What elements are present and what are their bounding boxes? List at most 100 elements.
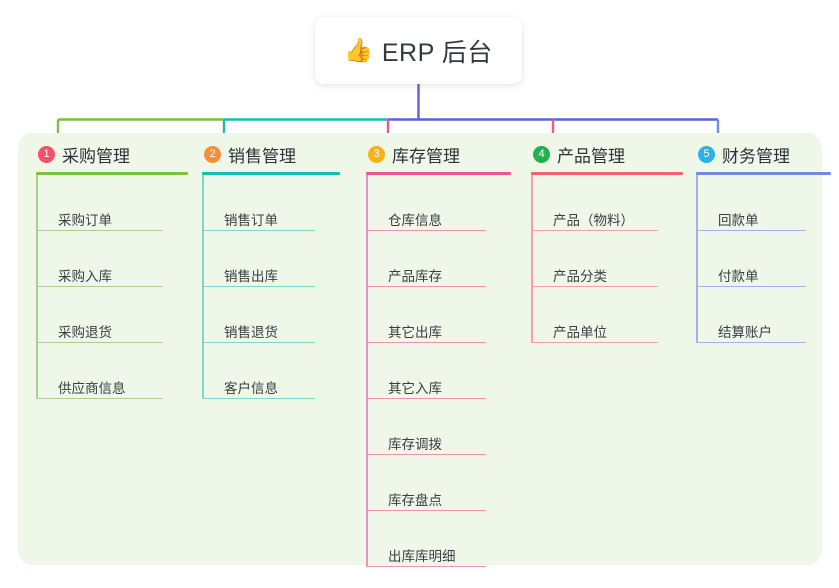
list-item-label: 产品单位 — [553, 324, 607, 340]
list-item[interactable]: 销售出库 — [202, 231, 340, 287]
list-item-rule — [696, 229, 806, 231]
list-item-rule — [366, 285, 486, 287]
column-spine-4 — [531, 175, 533, 343]
list-item[interactable]: 其它入库 — [366, 343, 511, 399]
list-item-rule — [202, 341, 315, 343]
column-3: 3 库存管理仓库信息产品库存其它出库其它入库库存调拨库存盘点出库库明细 — [366, 140, 511, 567]
list-item[interactable]: 回款单 — [696, 175, 831, 231]
list-item-label: 库存盘点 — [388, 492, 442, 508]
list-item-label: 采购入库 — [58, 268, 112, 284]
list-item-rule — [202, 229, 315, 231]
list-item-label: 库存调拨 — [388, 436, 442, 452]
column-title-1: 采购管理 — [62, 146, 130, 166]
list-item-rule — [696, 285, 806, 287]
list-item-rule — [696, 341, 806, 343]
column-header-rule-5 — [696, 172, 831, 175]
column-header-4[interactable]: 4 产品管理 — [531, 140, 683, 168]
column-spine-1 — [36, 175, 38, 399]
list-item[interactable]: 销售订单 — [202, 175, 340, 231]
list-item-rule — [531, 229, 658, 231]
column-header-3[interactable]: 3 库存管理 — [366, 140, 511, 168]
column-header-rule-1 — [36, 172, 188, 175]
list-item-label: 其它出库 — [388, 324, 442, 340]
list-item[interactable]: 库存盘点 — [366, 455, 511, 511]
list-item-rule — [202, 397, 315, 399]
column-spine-5 — [696, 175, 698, 343]
column-badge-3: 3 — [368, 145, 385, 163]
column-badge-5: 5 — [698, 145, 715, 163]
column-title-2: 销售管理 — [228, 146, 296, 166]
list-item-label: 产品库存 — [388, 268, 442, 284]
root-node-title: ERP 后台 — [381, 38, 493, 67]
list-item[interactable]: 出库库明细 — [366, 511, 511, 567]
branch-panel — [18, 133, 822, 565]
list-item[interactable]: 库存调拨 — [366, 399, 511, 455]
list-item[interactable]: 销售退货 — [202, 287, 340, 343]
list-item[interactable]: 仓库信息 — [366, 175, 511, 231]
list-item[interactable]: 结算账户 — [696, 287, 831, 343]
column-items-1: 采购订单采购入库采购退货供应商信息 — [36, 175, 188, 399]
list-item-label: 回款单 — [718, 212, 759, 228]
column-badge-4: 4 — [533, 145, 550, 163]
column-1: 1 采购管理采购订单采购入库采购退货供应商信息 — [36, 140, 188, 399]
column-spine-2 — [202, 175, 204, 399]
list-item-label: 采购退货 — [58, 324, 112, 340]
list-item-label: 结算账户 — [718, 324, 772, 340]
list-item-rule — [202, 285, 315, 287]
thumbs-up-icon: 👍 — [344, 37, 373, 63]
list-item[interactable]: 产品（物料） — [531, 175, 683, 231]
list-item-label: 仓库信息 — [388, 212, 442, 228]
column-badge-2: 2 — [204, 145, 221, 163]
list-item[interactable]: 产品分类 — [531, 231, 683, 287]
list-item[interactable]: 供应商信息 — [36, 343, 188, 399]
list-item-rule — [36, 229, 163, 231]
list-item-rule — [36, 341, 163, 343]
list-item[interactable]: 付款单 — [696, 231, 831, 287]
column-title-3: 库存管理 — [392, 146, 460, 166]
list-item-label: 销售退货 — [224, 324, 278, 340]
column-items-5: 回款单付款单结算账户 — [696, 175, 831, 343]
root-node[interactable]: 👍 ERP 后台 — [315, 17, 522, 84]
list-item-rule — [36, 397, 163, 399]
list-item-label: 其它入库 — [388, 380, 442, 396]
column-header-rule-4 — [531, 172, 683, 175]
column-header-1[interactable]: 1 采购管理 — [36, 140, 188, 168]
column-items-2: 销售订单销售出库销售退货客户信息 — [202, 175, 340, 399]
list-item-label: 付款单 — [718, 268, 759, 284]
list-item[interactable]: 客户信息 — [202, 343, 340, 399]
column-badge-1: 1 — [38, 145, 55, 163]
list-item-label: 产品分类 — [553, 268, 607, 284]
list-item-rule — [531, 341, 658, 343]
column-5: 5 财务管理回款单付款单结算账户 — [696, 140, 831, 343]
list-item[interactable]: 采购退货 — [36, 287, 188, 343]
list-item-label: 供应商信息 — [58, 380, 126, 396]
column-title-4: 产品管理 — [557, 146, 625, 166]
list-item-rule — [366, 453, 486, 455]
column-header-5[interactable]: 5 财务管理 — [696, 140, 831, 168]
list-item-rule — [531, 285, 658, 287]
list-item[interactable]: 采购订单 — [36, 175, 188, 231]
column-header-2[interactable]: 2 销售管理 — [202, 140, 340, 168]
list-item[interactable]: 采购入库 — [36, 231, 188, 287]
list-item[interactable]: 其它出库 — [366, 287, 511, 343]
list-item-rule — [36, 285, 163, 287]
list-item[interactable]: 产品库存 — [366, 231, 511, 287]
list-item-label: 出库库明细 — [388, 548, 456, 564]
column-items-4: 产品（物料） 产品分类产品单位 — [531, 175, 683, 343]
list-item-label: 销售订单 — [224, 212, 278, 228]
list-item-label: 产品（物料） — [553, 212, 634, 228]
list-item-label: 采购订单 — [58, 212, 112, 228]
list-item-rule — [366, 397, 486, 399]
list-item-label: 客户信息 — [224, 380, 278, 396]
list-item-label: 销售出库 — [224, 268, 278, 284]
column-2: 2 销售管理销售订单销售出库销售退货客户信息 — [202, 140, 340, 399]
column-header-rule-3 — [366, 172, 511, 175]
list-item-rule — [366, 341, 486, 343]
column-4: 4 产品管理产品（物料） 产品分类产品单位 — [531, 140, 683, 343]
list-item[interactable]: 产品单位 — [531, 287, 683, 343]
column-title-5: 财务管理 — [722, 146, 790, 166]
column-header-rule-2 — [202, 172, 340, 175]
column-spine-3 — [366, 175, 368, 567]
list-item-rule — [366, 565, 486, 567]
